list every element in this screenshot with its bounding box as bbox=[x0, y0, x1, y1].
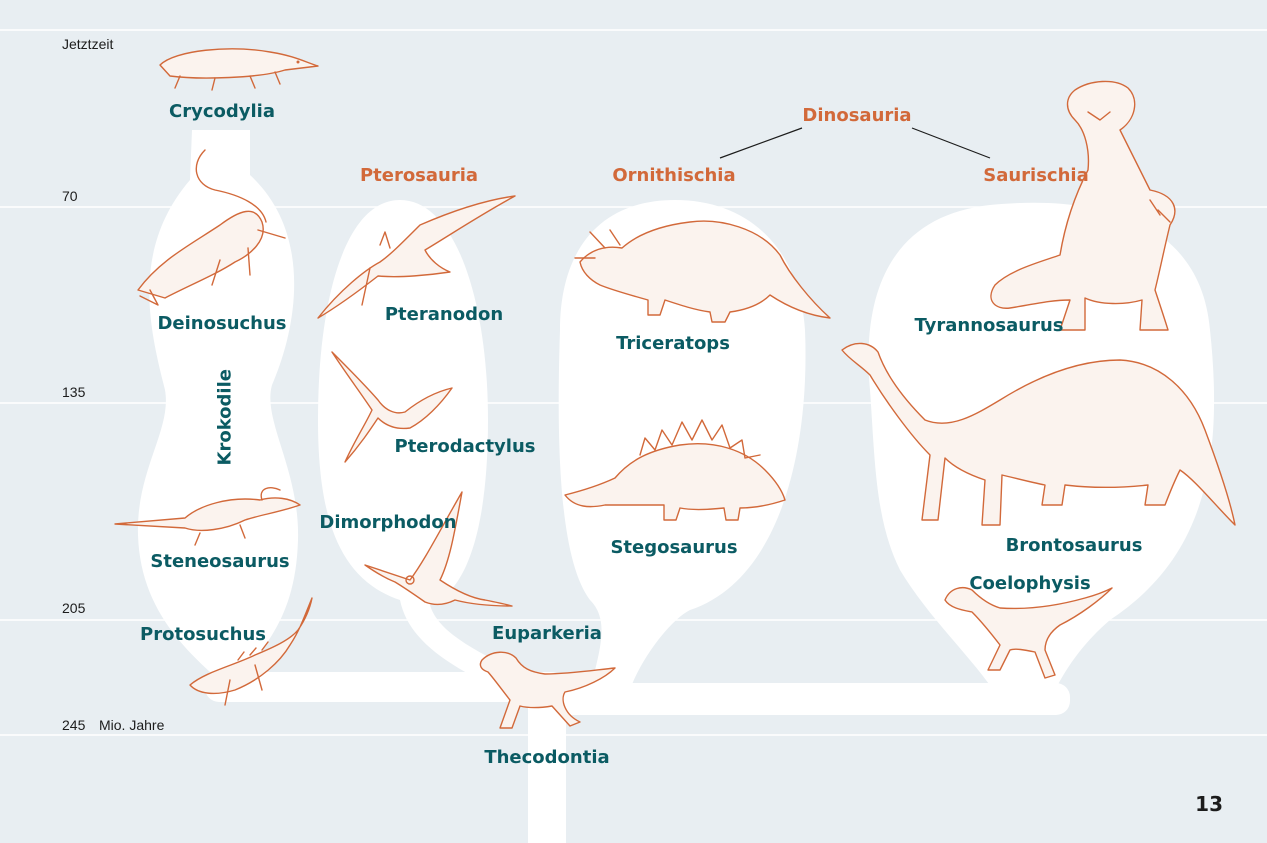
species-label-triceratops: Triceratops bbox=[616, 333, 730, 354]
species-label-pterodactylus: Pterodactylus bbox=[395, 436, 536, 457]
time-label-205: 205 bbox=[62, 600, 85, 616]
dinosauria-connectors bbox=[720, 128, 990, 158]
species-label-steneosaurus: Steneosaurus bbox=[150, 551, 289, 572]
page-number: 13 bbox=[1195, 792, 1223, 816]
species-label-euparkeria: Euparkeria bbox=[492, 623, 602, 644]
species-label-tyrannosaurus: Tyrannosaurus bbox=[915, 315, 1064, 336]
group-label-ornithischia: Ornithischia bbox=[612, 165, 735, 186]
crycodylia-illustration bbox=[160, 49, 318, 90]
group-label-saurischia: Saurischia bbox=[983, 165, 1089, 186]
species-label-brontosaurus: Brontosaurus bbox=[1006, 535, 1143, 556]
species-label-deinosuchus: Deinosuchus bbox=[157, 313, 286, 334]
time-label-135: 135 bbox=[62, 384, 85, 400]
species-label-pteranodon: Pteranodon bbox=[385, 304, 503, 325]
group-label-krokodile: Krokodile bbox=[215, 376, 236, 466]
time-label-70: 70 bbox=[62, 188, 78, 204]
species-label-crycodylia: Crycodylia bbox=[169, 101, 275, 122]
time-label-present: Jetztzeit bbox=[62, 36, 113, 52]
species-label-protosuchus: Protosuchus bbox=[140, 624, 266, 645]
group-label-dinosauria: Dinosauria bbox=[802, 105, 911, 126]
group-label-pterosauria: Pterosauria bbox=[360, 165, 478, 186]
species-label-thecodontia: Thecodontia bbox=[484, 747, 609, 768]
time-label-245: 245 bbox=[62, 717, 85, 733]
species-label-dimorphodon: Dimorphodon bbox=[319, 512, 456, 533]
species-label-stegosaurus: Stegosaurus bbox=[610, 537, 737, 558]
time-unit-label: Mio. Jahre bbox=[99, 717, 164, 733]
species-label-coelophysis: Coelophysis bbox=[969, 573, 1090, 594]
trunk-thecodontia bbox=[528, 705, 566, 843]
